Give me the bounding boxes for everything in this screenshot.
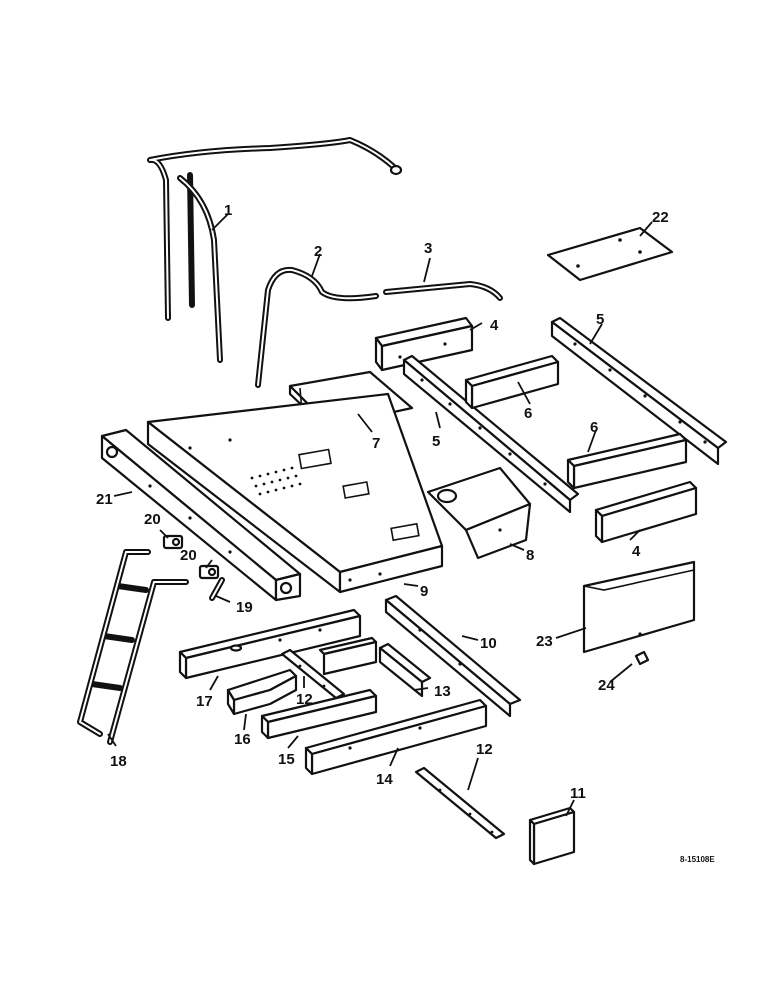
part-13-bracket: [318, 636, 432, 698]
part-19-pin: [209, 577, 225, 601]
callout-15: 15: [278, 751, 295, 768]
callout-24: 24: [598, 677, 615, 694]
part-4-upper-channel: [374, 316, 474, 372]
callout-23: 23: [536, 633, 553, 650]
part-15-support: [260, 688, 378, 740]
part-6-lower-channel: [566, 432, 688, 490]
part-17-support: [178, 608, 362, 680]
callout-16: 16: [234, 731, 251, 748]
part-21-side-channel: [100, 428, 302, 602]
part-18-ladder: [77, 549, 189, 745]
callout-8: 8: [526, 547, 534, 564]
part-1-handrail: [147, 137, 403, 363]
callout-4-lower: 4: [632, 543, 641, 560]
callout-12-upper: 12: [296, 691, 313, 708]
part-11-bracket: [528, 806, 576, 866]
part-16-bracket: [226, 668, 298, 716]
part-20-bracket-upper: [162, 534, 184, 550]
part-22-plate: [546, 226, 674, 282]
part-9-platform: [146, 392, 444, 594]
part-14-crossmember: [304, 698, 488, 776]
callout-12-lower: 12: [476, 741, 493, 758]
part-12-upper-strap: [280, 648, 346, 700]
callout-6-lower: 6: [590, 419, 598, 436]
callout-4-upper: 4: [490, 317, 499, 334]
part-6-upper-channel: [464, 354, 560, 410]
callout-6-upper: 6: [524, 405, 532, 422]
callout-10: 10: [480, 635, 497, 652]
part-2-rail: [255, 266, 379, 388]
callout-20-upper: 20: [144, 511, 161, 528]
callout-9: 9: [420, 583, 428, 600]
callout-21: 21: [96, 491, 113, 508]
callout-5-right: 5: [596, 311, 604, 328]
callout-3: 3: [424, 240, 432, 257]
callout-13: 13: [434, 683, 451, 700]
part-4-lower-channel: [594, 480, 698, 544]
callout-17: 17: [196, 693, 213, 710]
part-20-bracket-lower: [198, 564, 220, 580]
part-10-long-channel: [384, 594, 522, 718]
callout-5-center: 5: [432, 433, 440, 450]
callout-11: 11: [570, 785, 586, 802]
part-23-shield: [582, 560, 696, 654]
callout-18: 18: [110, 753, 127, 770]
leader-lines: [107, 213, 653, 817]
callout-7: 7: [372, 435, 380, 452]
figure-code: 8-15108E: [680, 855, 715, 864]
callout-14: 14: [376, 771, 393, 788]
callout-labels: 1 2 3 4 5 22 6 5 6 7 8 4 9 21 20 20 19 1…: [96, 202, 669, 802]
callout-22: 22: [652, 209, 669, 226]
part-3-rail: [383, 281, 503, 301]
callout-20-lower: 20: [180, 547, 197, 564]
floor-grating: [250, 466, 302, 496]
part-24-fastener: [634, 650, 650, 666]
part-8-shield: [426, 466, 532, 560]
callout-1: 1: [224, 202, 232, 219]
part-5-right-angle: [550, 316, 728, 466]
callout-19: 19: [236, 599, 253, 616]
part-5-center-angle: [402, 354, 580, 514]
part-12-lower-strap: [414, 766, 506, 840]
callout-2: 2: [314, 243, 322, 260]
